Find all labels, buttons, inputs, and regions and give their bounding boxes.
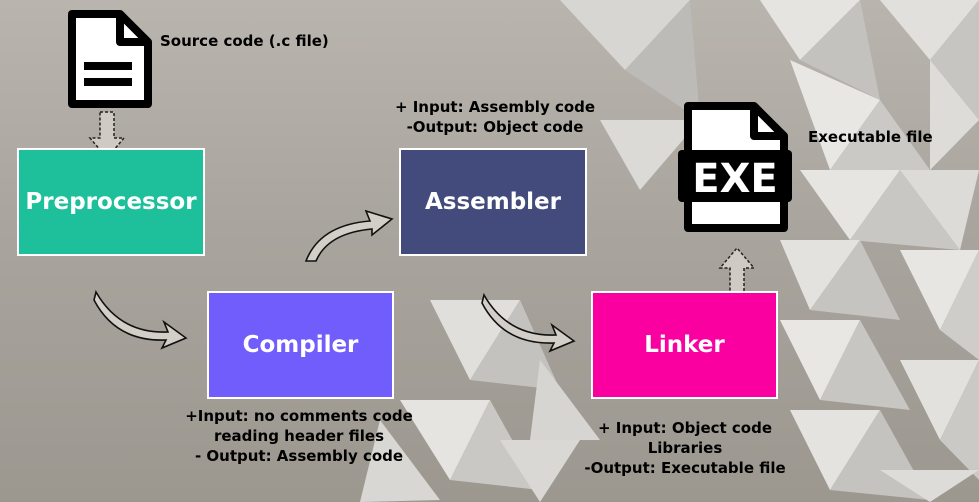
- note-line: + Input: Object code: [597, 419, 773, 437]
- compiler-label: Compiler: [242, 332, 359, 358]
- pyramid-tiles: [360, 0, 979, 502]
- note-line: -Output: Object code: [406, 118, 584, 136]
- preprocessor-label: Preprocessor: [25, 189, 197, 215]
- executable-file-label: Executable file: [808, 128, 933, 146]
- compiler-box: Compiler: [207, 291, 394, 399]
- curved-arrow-icon: [304, 209, 394, 262]
- preprocessor-box: Preprocessor: [17, 148, 205, 256]
- assembler-box: Assembler: [399, 148, 587, 256]
- up-arrow-icon: [718, 246, 756, 303]
- compiler-note: +Input: no comments code reading header …: [176, 406, 422, 466]
- source-code-label: Source code (.c file): [160, 32, 329, 50]
- note-line: - Output: Assembly code: [194, 447, 404, 465]
- curved-arrow-icon: [481, 292, 576, 353]
- assembler-note: + Input: Assembly code -Output: Object c…: [388, 97, 602, 137]
- linker-box: Linker: [591, 291, 778, 399]
- note-line: -Output: Executable file: [584, 459, 786, 477]
- exe-glyph: EXE: [692, 156, 778, 202]
- note-line: Libraries: [647, 439, 723, 457]
- document-icon: [68, 10, 152, 108]
- down-arrow-icon: [88, 111, 126, 160]
- linker-label: Linker: [644, 332, 725, 358]
- note-line: + Input: Assembly code: [394, 98, 596, 116]
- note-line: +Input: no comments code: [185, 407, 413, 425]
- curved-arrow-icon: [93, 289, 188, 350]
- note-line: reading header files: [213, 427, 385, 445]
- exe-file-icon: EXE: [678, 102, 792, 232]
- linker-note: + Input: Object code Libraries -Output: …: [575, 418, 795, 478]
- assembler-label: Assembler: [424, 189, 562, 215]
